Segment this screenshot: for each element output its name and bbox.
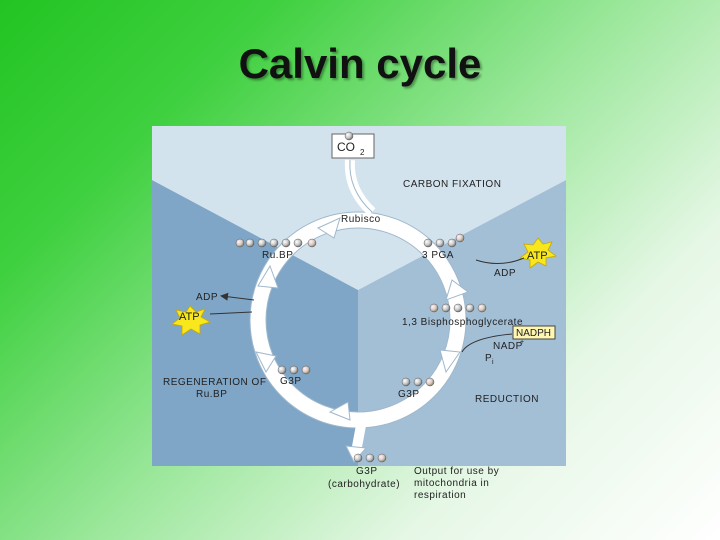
nadph-label: NADPH [516, 328, 551, 339]
nadph-arrow [461, 333, 513, 353]
g3p-output-molecule [353, 453, 387, 463]
output-note-line3: respiration [414, 490, 466, 501]
co2-subscript: 2 [360, 148, 365, 157]
g3p-left-label: G3P [280, 376, 302, 387]
pi-label: P [485, 353, 492, 364]
cycle-arrowheads [255, 217, 470, 421]
slide-title: Calvin cycle [238, 40, 482, 87]
g3p-right-molecule [401, 377, 435, 387]
pi-subscript: i [492, 359, 494, 366]
pga-label: 3 PGA [422, 250, 454, 261]
atp-adp-arrow-right [475, 257, 525, 264]
output-note-line2: mitochondria in [414, 478, 489, 489]
adp-left-label: ADP [196, 292, 218, 303]
nadp-label: NADP [493, 341, 523, 352]
top-panel [152, 126, 566, 290]
adp-right-label: ADP [494, 268, 516, 279]
atp-left-label: ATP [179, 311, 200, 323]
bisphospho-label: 1,3 Bisphosphoglycerate [402, 317, 523, 328]
pga-molecule [423, 233, 465, 248]
g3p-output-label: G3P [356, 466, 378, 477]
atp-star-left [171, 305, 212, 336]
regeneration-label-line1: REGENERATION OF [163, 377, 266, 388]
atp-right-label: ATP [527, 250, 548, 262]
g3p-right-label: G3P [398, 389, 420, 400]
adp-left-arrow [220, 292, 255, 301]
nadp-superscript: + [520, 339, 525, 346]
output-note-line1: Output for use by [414, 466, 499, 477]
carbon-fixation-label: CARBON FIXATION [403, 179, 501, 190]
co2-box [331, 133, 375, 159]
rubisco-label: Rubisco [341, 214, 381, 225]
regeneration-label-line2: Ru.BP [196, 389, 227, 400]
carbohydrate-label: (carbohydrate) [328, 479, 400, 490]
reduction-label: REDUCTION [475, 394, 539, 405]
g3p-left-molecule [277, 365, 311, 375]
atp-left-arrow [209, 311, 253, 315]
rubp-label: Ru.BP [262, 250, 293, 261]
co2-label: CO [337, 140, 355, 154]
nadph-box [512, 325, 556, 340]
bisphospho-molecule [429, 303, 487, 313]
rubp-molecule [235, 238, 317, 248]
atp-star-right [519, 237, 557, 269]
